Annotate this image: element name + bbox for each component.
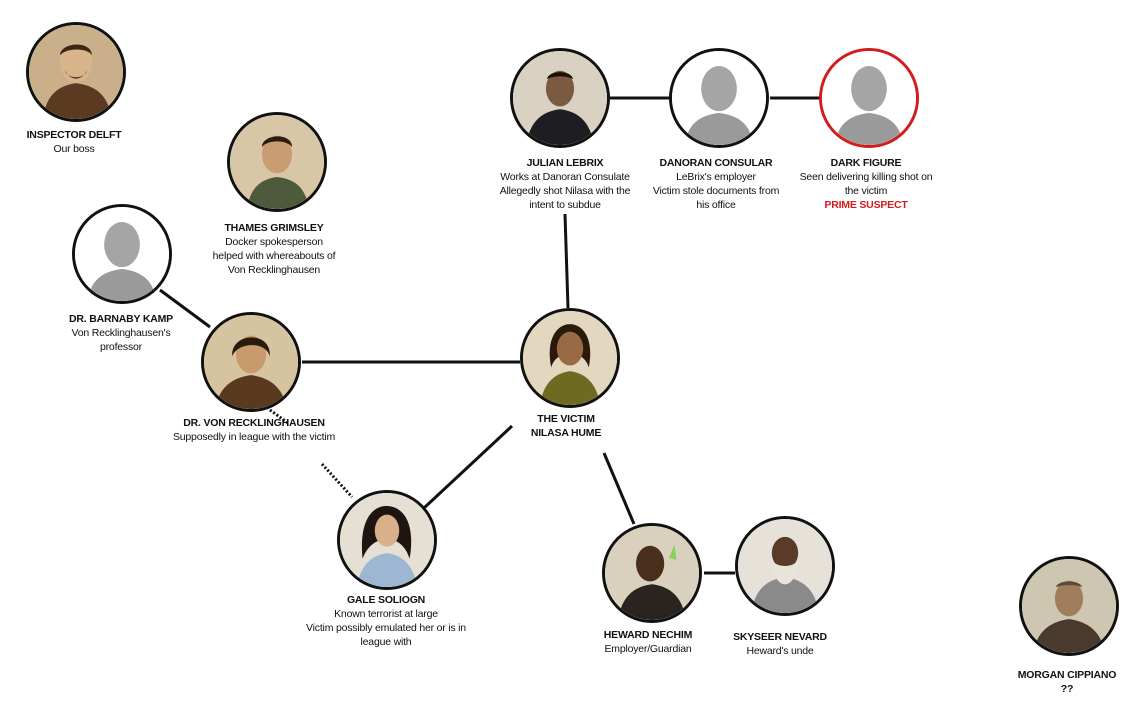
person-note: league with — [360, 636, 412, 648]
elder-portrait-icon — [738, 519, 832, 613]
person-name: INSPECTOR DELFT — [26, 129, 122, 141]
person-name: GALE SOLIOGN — [346, 594, 426, 606]
portrait-skyseer-nevard[interactable] — [735, 516, 835, 616]
link-soliogn-victim — [422, 424, 514, 510]
man-portrait-icon — [29, 25, 123, 119]
portrait-dark-figure[interactable] — [819, 48, 919, 148]
caption-heward-nechim: HEWARD NECHIM Employer/Guardian — [553, 628, 743, 656]
person-note: Heward's unde — [746, 645, 814, 657]
person-note: Our boss — [53, 143, 95, 155]
man-portrait-icon — [230, 115, 324, 209]
man-portrait-icon — [204, 315, 298, 409]
caption-thames-grimsley: THAMES GRIMSLEY Docker spokesperson help… — [179, 221, 369, 277]
person-note: Seen delivering killing shot on — [799, 171, 933, 183]
link-victim-nechim — [602, 452, 636, 525]
person-note: Employer/Guardian — [604, 643, 692, 655]
portrait-barnaby-kamp[interactable] — [72, 204, 172, 304]
portrait-morgan-cippiano[interactable] — [1019, 556, 1119, 656]
victim-full-name: NILASA HUME — [530, 427, 602, 439]
person-note: Allegedly shot Nilasa with the — [499, 185, 631, 197]
caption-inspector-delft: INSPECTOR DELFT Our boss — [0, 128, 169, 156]
caption-skyseer-nevard: SKYSEER NEVARD Heward's unde — [685, 630, 875, 658]
person-name: DANORAN CONSULAR — [659, 157, 773, 169]
caption-barnaby-kamp: DR. BARNABY KAMP Von Recklinghausen's pr… — [26, 312, 216, 354]
portrait-von-recklinghausen[interactable] — [201, 312, 301, 412]
man-portrait-icon — [605, 526, 699, 620]
person-name: DR. VON RECKLINGHAUSEN — [183, 417, 325, 429]
portrait-thames-grimsley[interactable] — [227, 112, 327, 212]
person-note: Works at Danoran Consulate — [500, 171, 630, 183]
man-portrait-icon — [513, 51, 607, 145]
person-name: DR. BARNABY KAMP — [69, 313, 173, 325]
person-name: DARK FIGURE — [830, 157, 902, 169]
person-note: the victim — [844, 185, 888, 197]
unknown-silhouette-icon — [75, 207, 169, 301]
person-note: Known terrorist at large — [334, 608, 438, 620]
person-note: professor — [100, 341, 142, 353]
person-note: Docker spokesperson — [225, 236, 323, 248]
portrait-heward-nechim[interactable] — [602, 523, 702, 623]
portrait-the-victim[interactable] — [520, 308, 620, 408]
person-note: Victim stole documents from — [652, 185, 780, 197]
portrait-gale-soliogn[interactable] — [337, 490, 437, 590]
unknown-silhouette-icon — [822, 51, 916, 145]
person-name: JULIAN LEBRIX — [526, 157, 604, 169]
person-name: MORGAN CIPPIANO — [1017, 669, 1117, 681]
prime-suspect-label: PRIME SUSPECT — [824, 199, 908, 211]
person-note: Supposedly in league with the victim — [172, 431, 336, 443]
person-note: Von Recklinghausen's — [71, 327, 171, 339]
person-note: intent to subdue — [529, 199, 601, 211]
caption-morgan-cippiano: MORGAN CIPPIANO ?? — [972, 668, 1140, 696]
caption-gale-soliogn: GALE SOLIOGN Known terrorist at large Vi… — [291, 593, 481, 649]
person-name: THE VICTIM — [537, 413, 595, 425]
portrait-danoran-consular[interactable] — [669, 48, 769, 148]
person-name: SKYSEER NEVARD — [733, 631, 827, 643]
person-note: his office — [696, 199, 736, 211]
portrait-julian-lebrix[interactable] — [510, 48, 610, 148]
person-note: helped with whereabouts of — [212, 250, 336, 262]
man-portrait-icon — [1022, 559, 1116, 653]
woman-portrait-icon — [523, 311, 617, 405]
link-soliogn-dotted — [320, 462, 354, 499]
unknown-silhouette-icon — [672, 51, 766, 145]
caption-julian-lebrix: JULIAN LEBRIX Works at Danoran Consulate… — [470, 156, 660, 212]
person-note: Victim possibly emulated her or is in — [306, 622, 466, 634]
link-kamp-recklinghausen — [159, 288, 211, 329]
caption-the-victim: THE VICTIM NILASA HUME — [471, 412, 661, 440]
woman-portrait-icon — [340, 493, 434, 587]
person-name: THAMES GRIMSLEY — [224, 222, 324, 234]
caption-von-recklinghausen: DR. VON RECKLINGHAUSEN Supposedly in lea… — [139, 416, 369, 444]
caption-danoran-consular: DANORAN CONSULAR LeBrix's employer Victi… — [621, 156, 811, 212]
person-note: Von Recklinghausen — [227, 264, 321, 276]
link-lebrix-victim — [563, 213, 570, 309]
person-note: LeBrix's employer — [676, 171, 756, 183]
person-name: HEWARD NECHIM — [603, 629, 693, 641]
caption-dark-figure: DARK FIGURE Seen delivering killing shot… — [771, 156, 961, 212]
person-note: ?? — [1060, 683, 1074, 695]
portrait-inspector-delft[interactable] — [26, 22, 126, 122]
